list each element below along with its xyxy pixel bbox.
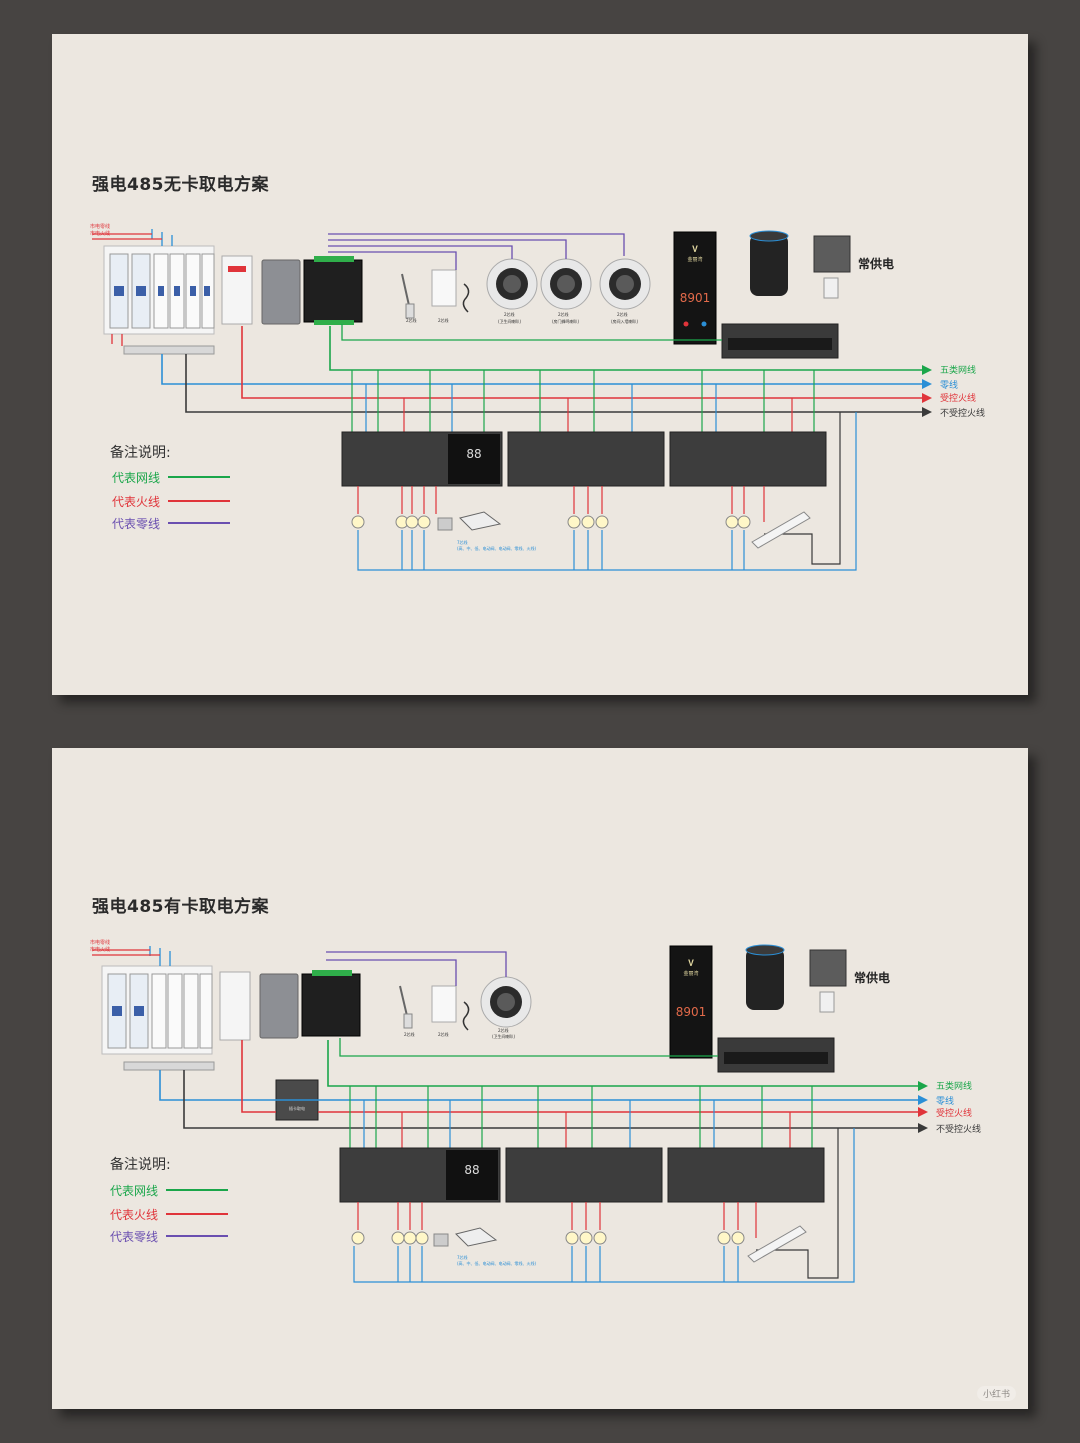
- note-neutral: 代表零线: [110, 1230, 159, 1244]
- plug-icon: [823, 277, 839, 299]
- speaker-1: [480, 976, 532, 1028]
- note-neutral: 代表零线: [112, 517, 161, 531]
- card-logo: 金丽湾: [683, 970, 698, 977]
- diagram-panel-with-card: 强电485有卡取电方案 市电零线 市电火线 2芯线 2芯线: [52, 748, 1028, 1409]
- speaker-label-2: (房门蜂鸣喇叭): [552, 318, 580, 324]
- note-network-line: [168, 476, 230, 478]
- control-panel-2: [507, 431, 665, 487]
- svg-text:88: 88: [466, 447, 481, 461]
- exhaust-fan-icon: [433, 1233, 449, 1247]
- ac-label: 7芯线: [457, 539, 468, 545]
- speaker-2: [540, 258, 592, 310]
- exhaust-fan-icon: [437, 517, 453, 531]
- watermark: 小红书: [976, 1386, 1016, 1401]
- always-power-label: 常供电: [858, 256, 894, 271]
- svg-text:𝐕: 𝐕: [692, 245, 698, 255]
- note-network: 代表网线: [110, 1184, 159, 1198]
- wall-socket-icon: [813, 235, 851, 273]
- air-conditioner-icon: [459, 511, 502, 531]
- terminal-bar: [123, 345, 215, 355]
- label-2wire-3: 2芯线: [504, 311, 515, 317]
- note-live-line: [168, 500, 230, 502]
- notes-heading: 备注说明:: [110, 1157, 171, 1173]
- speaker-3: [599, 258, 651, 310]
- breaker-box: [103, 245, 215, 335]
- plug-icon: [819, 991, 835, 1013]
- note-live-line: [166, 1213, 228, 1215]
- breaker-box: [101, 965, 213, 1055]
- svg-text:𝐕: 𝐕: [688, 959, 694, 969]
- light-bulbs: [351, 515, 751, 529]
- light-bulbs: [351, 1231, 745, 1245]
- panel-title: 强电485有卡取电方案: [92, 897, 269, 917]
- label-2wire-3: 2芯线: [498, 1027, 509, 1033]
- door-card-panel: [669, 945, 713, 1059]
- card-switch-label: 插卡取电: [289, 1105, 305, 1111]
- diagram-panel-no-card: 强电485无卡取电方案 市电零线 市电火线: [52, 34, 1028, 695]
- card-logo: 金丽湾: [687, 256, 702, 263]
- power-supply: [259, 973, 299, 1039]
- label-2wire-1: 2芯线: [406, 317, 417, 323]
- room-number: 8901: [680, 291, 711, 305]
- air-conditioner-icon: [455, 1227, 498, 1247]
- breaker-label-neutral: 市电零线: [90, 223, 110, 230]
- panel-title: 强电485无卡取电方案: [92, 175, 269, 195]
- thermostat-display: [448, 434, 500, 484]
- label-2wire-1: 2芯线: [404, 1031, 415, 1037]
- smart-speaker-icon: [749, 230, 789, 296]
- label-2wire-2: 2芯线: [438, 317, 449, 323]
- legend-uncontrolled-live: 不受控火线: [940, 407, 985, 419]
- note-live: 代表火线: [112, 495, 161, 509]
- label-2wire-2: 2芯线: [438, 1031, 449, 1037]
- thermostat-display: [446, 1150, 498, 1200]
- legend-uncontrolled-live: 不受控火线: [936, 1123, 981, 1135]
- terminal-bar: [123, 1061, 215, 1071]
- rcu-controller: [303, 259, 363, 323]
- speaker-1: [486, 258, 538, 310]
- door-sensor: [401, 273, 415, 319]
- control-panel-3: [667, 1147, 825, 1203]
- speaker-label-1: (卫生间喇叭): [498, 318, 522, 324]
- power-supply: [261, 259, 301, 325]
- door-sensor: [399, 985, 413, 1029]
- curtain-motor-icon: [751, 511, 811, 549]
- note-network: 代表网线: [112, 471, 161, 485]
- speaker-label-3: (房间入墙喇叭): [611, 318, 639, 324]
- wiring-diagram: 市电零线 市电火线 2芯线 2芯线 2芯线 (卫生间喇叭) 𝐕 金丽湾 8901: [90, 939, 981, 1283]
- door-card-panel: [673, 231, 717, 345]
- label-2wire-4: 2芯线: [558, 311, 569, 317]
- note-neutral-line: [166, 1235, 228, 1237]
- note-network-line: [166, 1189, 228, 1191]
- ac-label: 7芯线: [457, 1254, 468, 1260]
- note-neutral-line: [168, 522, 230, 524]
- note-live: 代表火线: [110, 1208, 159, 1222]
- ac-sub-label: (高、中、低、电动阀、电动阀、零线、火线): [457, 1260, 537, 1266]
- notes-heading: 备注说明:: [110, 445, 171, 461]
- infrared-sensor: [431, 985, 457, 1023]
- legend-neutral: 零线: [940, 379, 958, 391]
- ac-sub-label: (高、中、低、电动阀、电动阀、零线、火线): [457, 545, 537, 551]
- label-2wire-5: 2芯线: [617, 311, 628, 317]
- legend-network: 五类网线: [936, 1080, 972, 1092]
- infrared-sensor: [431, 269, 457, 307]
- legend-network: 五类网线: [940, 364, 976, 376]
- curtain-motor-icon: [747, 1225, 807, 1263]
- rcu-controller: [301, 973, 361, 1037]
- wall-socket-icon: [809, 949, 847, 987]
- legend-neutral: 零线: [936, 1095, 954, 1107]
- always-power-label: 常供电: [854, 970, 890, 985]
- smart-speaker-icon: [745, 944, 785, 1010]
- room-number: 8901: [676, 1005, 707, 1019]
- wiring-diagram: 市电零线 市电火线 2芯线 2芯线: [90, 223, 985, 571]
- control-panel-2: [505, 1147, 663, 1203]
- legend-controlled-live: 受控火线: [936, 1107, 972, 1119]
- control-panel-3: [669, 431, 827, 487]
- legend-controlled-live: 受控火线: [940, 392, 976, 404]
- surge-protector: [219, 971, 251, 1041]
- breaker-label-neutral: 市电零线: [90, 939, 110, 946]
- speaker-label-1: (卫生间喇叭): [492, 1033, 516, 1039]
- svg-text:88: 88: [464, 1163, 479, 1177]
